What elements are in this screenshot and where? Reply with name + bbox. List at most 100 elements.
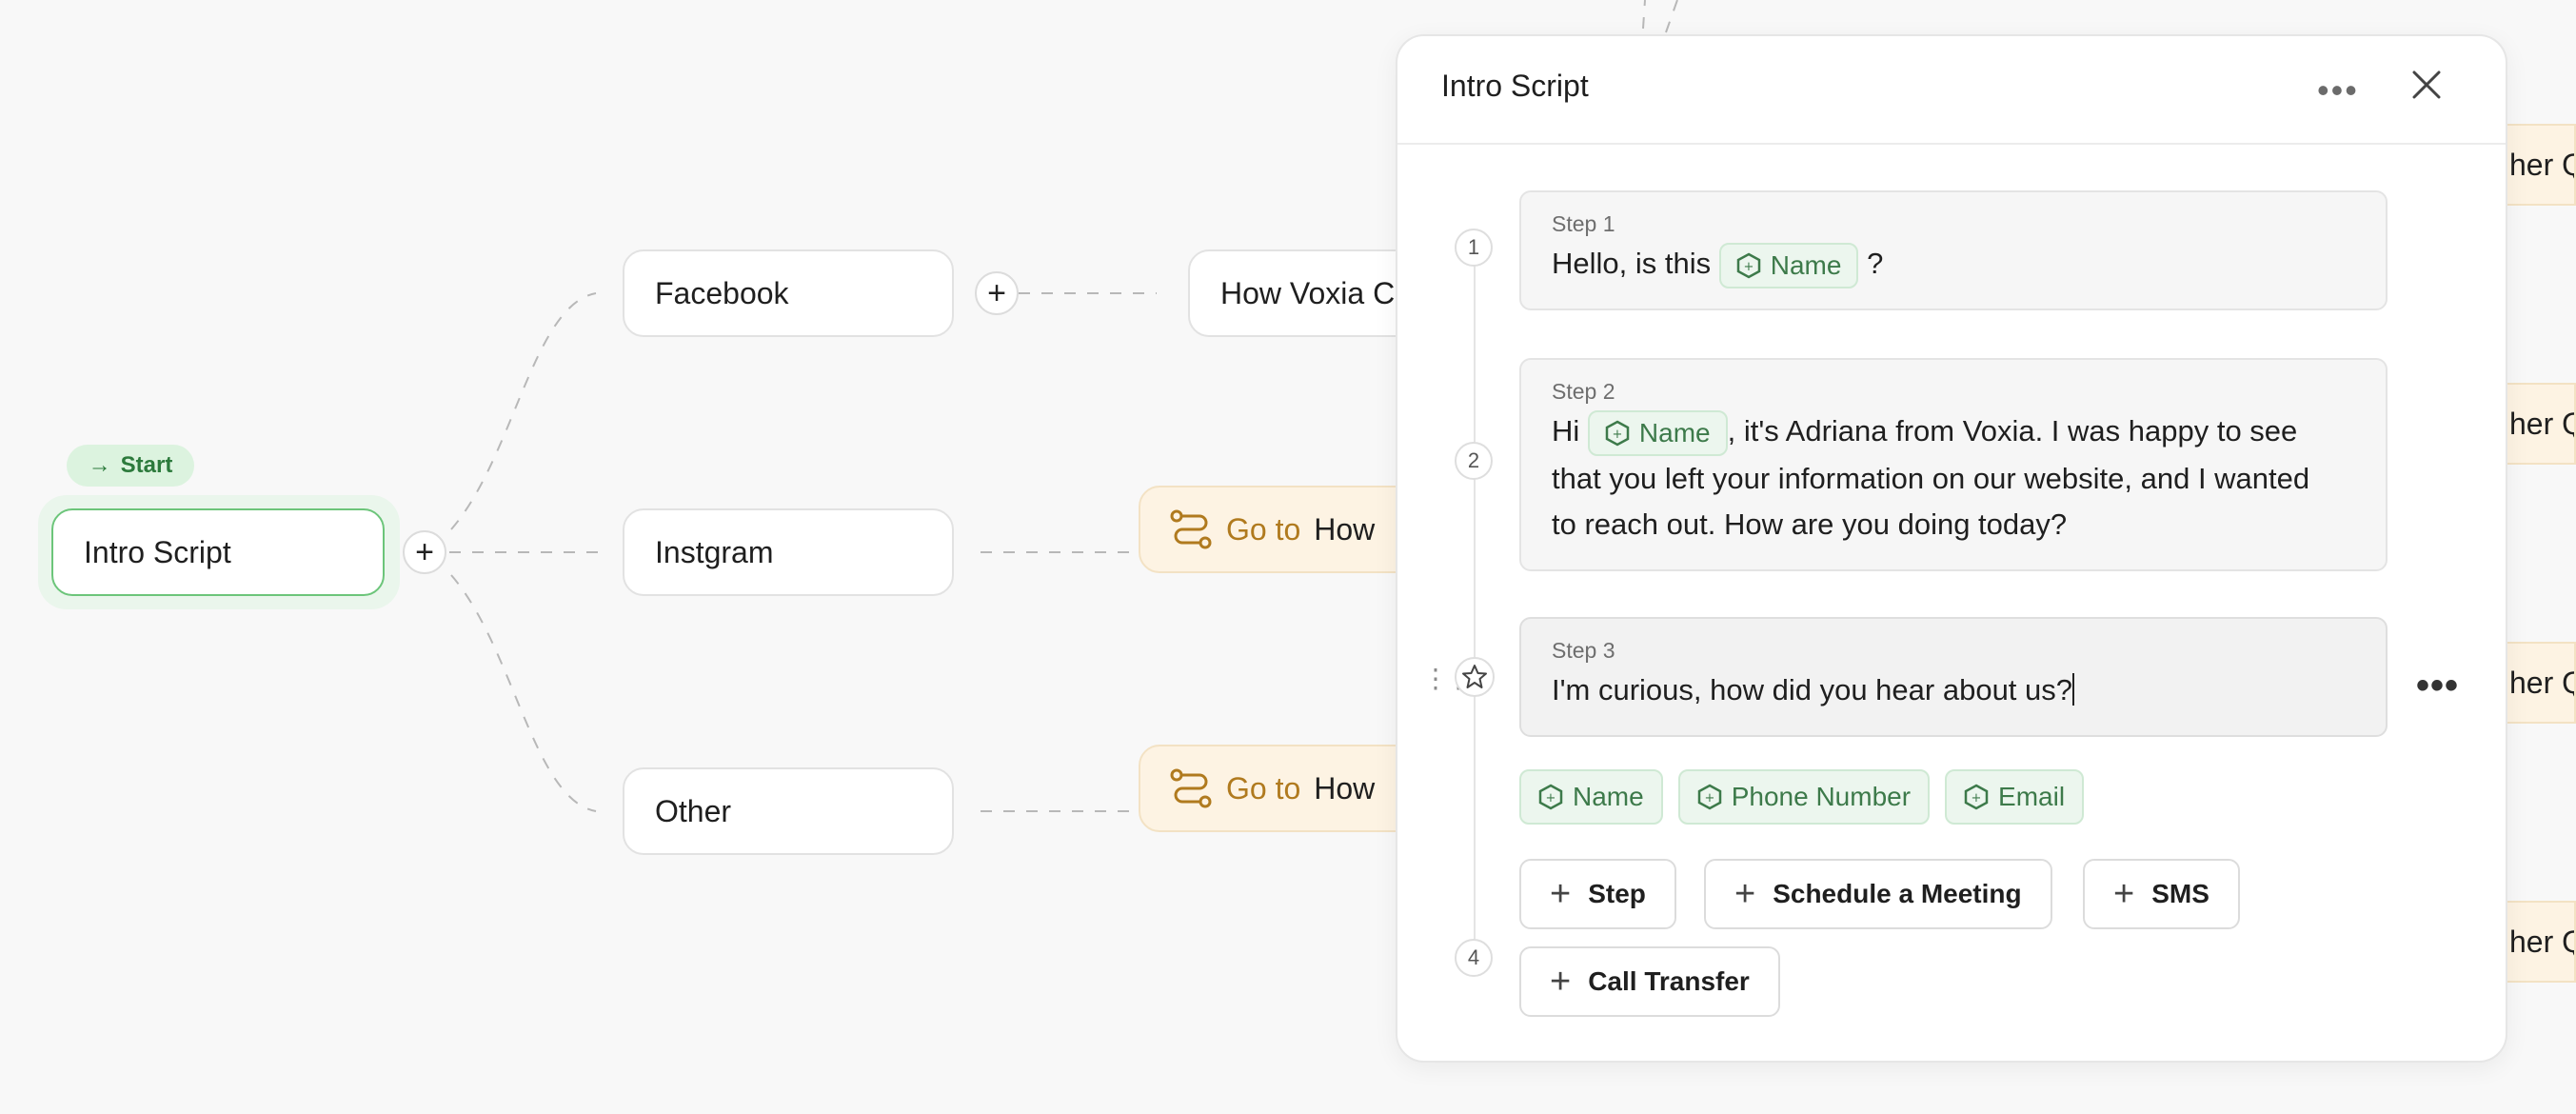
step-text-segment: I'm curious, how did you hear about us?: [1552, 673, 2073, 706]
node-label: her Q: [2509, 147, 2574, 182]
text-caret: [2072, 673, 2075, 706]
more-options-icon[interactable]: •••: [2317, 70, 2359, 109]
goto-node-other[interactable]: Go to How: [1139, 745, 1443, 832]
node-facebook[interactable]: Facebook: [623, 249, 954, 337]
node-label: Facebook: [655, 275, 789, 310]
edge-intro-other: [450, 574, 597, 812]
arrow-right-icon: →: [88, 452, 111, 478]
step-text-segment: that you left your information on our we…: [1552, 461, 2310, 495]
start-badge: → Start: [67, 445, 194, 487]
step-more-options-icon[interactable]: •••: [2416, 665, 2460, 706]
goto-target: How: [1314, 770, 1376, 806]
svg-text:+: +: [1546, 791, 1556, 806]
button-label: Call Transfer: [1588, 966, 1750, 996]
variable-chip-name[interactable]: + Name: [1718, 242, 1859, 288]
script-editor-panel: Intro Script ••• 1 Step 1 Hello, is this…: [1396, 34, 2507, 1063]
panel-title: Intro Script: [1441, 69, 1589, 103]
plus-icon: +: [2113, 874, 2135, 914]
node-intro-script[interactable]: Intro Script: [51, 508, 385, 596]
svg-text:+: +: [1612, 428, 1622, 442]
step-1-card[interactable]: Step 1 Hello, is this + Name ?: [1519, 190, 2388, 310]
variable-chip-name[interactable]: + Name: [1587, 409, 1728, 456]
node-other[interactable]: Other: [623, 767, 954, 855]
edge-top-1: [1642, 0, 1646, 30]
star-button[interactable]: [1455, 657, 1495, 697]
node-instagram[interactable]: Instgram: [623, 508, 954, 596]
panel-divider: [1397, 143, 2506, 145]
close-icon[interactable]: [2407, 65, 2447, 105]
node-label: How Voxia Ca: [1220, 275, 1412, 310]
node-label: her Q: [2509, 924, 2574, 959]
node-label: Intro Script: [84, 534, 231, 569]
step-number-4: 4: [1455, 939, 1493, 977]
variable-label: Phone Number: [1731, 782, 1912, 811]
goto-label: Go to: [1226, 770, 1301, 806]
button-label: SMS: [2151, 879, 2209, 908]
step-number-1: 1: [1455, 229, 1493, 267]
variable-label: Name: [1638, 417, 1711, 448]
variable-label: Name: [1573, 782, 1644, 811]
node-label: Instgram: [655, 534, 774, 569]
add-branch-button[interactable]: +: [403, 530, 446, 574]
variable-hexagon-icon: +: [1538, 784, 1563, 810]
plus-icon: +: [1734, 874, 1756, 914]
variable-label: Email: [1998, 782, 2066, 811]
step-number-label: 4: [1467, 945, 1480, 969]
step-text-segment: , it's Adriana from Voxia. I was happy t…: [1727, 414, 2298, 448]
step-label: Step 2: [1552, 379, 1615, 404]
step-2-card[interactable]: Step 2 Hi + Name , it's Adriana from Vox…: [1519, 358, 2388, 571]
step-text[interactable]: Hello, is this + Name ?: [1552, 241, 2355, 288]
edge-intro-facebook: [450, 292, 597, 530]
add-sms-button[interactable]: + SMS: [2083, 859, 2240, 929]
step-label: Step 3: [1552, 638, 1615, 663]
button-label: Step: [1588, 879, 1646, 908]
button-label: Schedule a Meeting: [1773, 879, 2022, 908]
offscreen-node[interactable]: her Q: [2494, 642, 2576, 724]
goto-label: Go to: [1226, 511, 1301, 547]
offscreen-node[interactable]: her Q: [2494, 124, 2576, 206]
star-icon: [1462, 665, 1487, 688]
svg-text:+: +: [1743, 260, 1754, 274]
add-step-button[interactable]: + Step: [1519, 859, 1676, 929]
offscreen-node[interactable]: her Q: [2494, 901, 2576, 983]
plus-icon: +: [1550, 874, 1572, 914]
edge-top-2: [1665, 0, 1678, 33]
variable-chip-email[interactable]: + Email: [1945, 769, 2085, 825]
step-number-label: 1: [1467, 235, 1480, 259]
plus-icon: +: [1550, 962, 1572, 1002]
goto-node-instagram[interactable]: Go to How: [1139, 486, 1443, 573]
step-number-2: 2: [1455, 442, 1493, 480]
node-label: her Q: [2509, 406, 2574, 441]
variable-label: Name: [1770, 249, 1842, 280]
variable-hexagon-icon: +: [1605, 420, 1630, 447]
goto-target: How: [1314, 511, 1376, 547]
step-label: Step 1: [1552, 211, 1615, 236]
step-text-segment: to reach out. How are you doing today?: [1552, 507, 2068, 541]
step-text-segment: Hi: [1552, 414, 1580, 448]
variable-hexagon-icon: +: [1964, 784, 1989, 810]
route-icon: [1170, 768, 1212, 808]
start-badge-label: Start: [120, 452, 173, 478]
variable-chip-name[interactable]: + Name: [1519, 769, 1663, 825]
route-icon: [1170, 509, 1212, 549]
variable-chips-row: + Name + Phone Number + Email: [1519, 769, 2085, 825]
add-schedule-meeting-button[interactable]: + Schedule a Meeting: [1704, 859, 2052, 929]
variable-hexagon-icon: +: [1697, 784, 1721, 810]
svg-text:+: +: [1704, 791, 1714, 806]
add-node-button[interactable]: +: [975, 271, 1019, 315]
plus-icon: +: [987, 275, 1006, 311]
add-call-transfer-button[interactable]: + Call Transfer: [1519, 946, 1780, 1017]
offscreen-node[interactable]: her Q: [2494, 383, 2576, 465]
step-text-segment: ?: [1867, 247, 1884, 280]
step-3-card[interactable]: Step 3 I'm curious, how did you hear abo…: [1519, 617, 2388, 737]
node-label: Other: [655, 793, 732, 828]
step-text-input[interactable]: I'm curious, how did you hear about us?: [1552, 667, 2355, 713]
steps-timeline: [1474, 253, 1476, 969]
step-number-label: 2: [1467, 448, 1480, 472]
variable-hexagon-icon: +: [1736, 252, 1760, 279]
plus-icon: +: [415, 534, 434, 570]
node-label: her Q: [2509, 665, 2574, 700]
step-text[interactable]: Hi + Name , it's Adriana from Voxia. I w…: [1552, 408, 2355, 547]
variable-chip-phone-number[interactable]: + Phone Number: [1677, 769, 1931, 825]
